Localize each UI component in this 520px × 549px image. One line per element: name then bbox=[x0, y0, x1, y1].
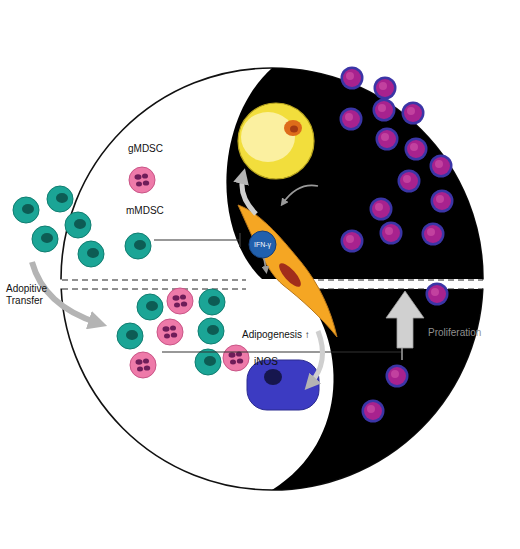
tumor-cell bbox=[376, 128, 399, 151]
granulocytic-cell bbox=[223, 345, 249, 371]
signal-arrow bbox=[264, 258, 266, 270]
text-label: Adopitive Transfer bbox=[6, 283, 58, 307]
tumor-cell bbox=[422, 223, 445, 246]
inhibition-line bbox=[162, 351, 402, 352]
dashed-line bbox=[318, 280, 483, 281]
adipocyte-nucleus bbox=[284, 120, 302, 136]
proliferation-arrow bbox=[386, 291, 424, 348]
secretion-arrow bbox=[283, 185, 318, 203]
stromal-cell bbox=[238, 205, 337, 337]
tumor-cell bbox=[402, 102, 425, 125]
lipid-droplet bbox=[241, 112, 295, 162]
adipocyte bbox=[238, 103, 314, 179]
granulocytic-cell bbox=[167, 288, 193, 314]
granulocytic-cell bbox=[130, 352, 156, 378]
tumor-cell bbox=[374, 77, 397, 100]
tumor-cell bbox=[426, 283, 449, 306]
monocytic-cell bbox=[125, 233, 151, 259]
dashed-line bbox=[62, 289, 246, 290]
cytokine-label: IFN-γ bbox=[254, 240, 271, 249]
tumor-cell bbox=[341, 230, 364, 253]
monocytic-cell bbox=[199, 289, 225, 315]
monocytic-cell bbox=[13, 197, 39, 223]
granulocytic-cell bbox=[129, 167, 155, 193]
tumor-cell bbox=[405, 138, 428, 161]
cytokine-circle: IFN-γ bbox=[248, 230, 277, 259]
monocytic-cell bbox=[137, 294, 163, 320]
text-label: mMDSC bbox=[126, 205, 186, 217]
cell-nucleus bbox=[264, 369, 282, 385]
differentiation-arrow bbox=[310, 331, 323, 384]
tumor-cell bbox=[380, 222, 403, 245]
dashed-line bbox=[318, 289, 483, 290]
tumor-cell bbox=[398, 170, 421, 193]
inhibition-line bbox=[154, 239, 240, 240]
dark-region-top bbox=[226, 68, 483, 279]
inhibition-bar bbox=[239, 233, 241, 247]
outer-circle bbox=[61, 68, 483, 490]
tumor-cell bbox=[430, 155, 453, 178]
differentiation-arrow bbox=[242, 176, 256, 214]
adipocyte-nucleolus bbox=[290, 126, 298, 133]
tumor-cell bbox=[340, 108, 363, 131]
monocytic-cell bbox=[65, 212, 91, 238]
cell-nucleus bbox=[276, 260, 304, 290]
text-label: Proliferation bbox=[428, 327, 508, 339]
monocytic-cell bbox=[117, 323, 143, 349]
dashed-line bbox=[62, 280, 246, 281]
tumor-cell bbox=[341, 67, 364, 90]
node-circle bbox=[249, 231, 276, 258]
monocytic-cell bbox=[47, 186, 73, 212]
tumor-cell bbox=[370, 198, 393, 221]
osteoblast-cell bbox=[247, 360, 319, 410]
tumor-cell bbox=[373, 99, 396, 122]
text-label: iNOS bbox=[254, 356, 294, 368]
tumor-cell bbox=[386, 365, 409, 388]
tumor-cell bbox=[362, 400, 385, 423]
tumor-cell bbox=[431, 190, 454, 213]
monocytic-cell bbox=[32, 226, 58, 252]
monocytic-cell bbox=[78, 241, 104, 267]
text-label: Adipogenesis ↑ bbox=[242, 329, 332, 341]
text-label: gMDSC bbox=[128, 143, 188, 155]
monocytic-cell bbox=[195, 349, 221, 375]
granulocytic-cell bbox=[157, 319, 183, 345]
monocytic-cell bbox=[198, 318, 224, 344]
